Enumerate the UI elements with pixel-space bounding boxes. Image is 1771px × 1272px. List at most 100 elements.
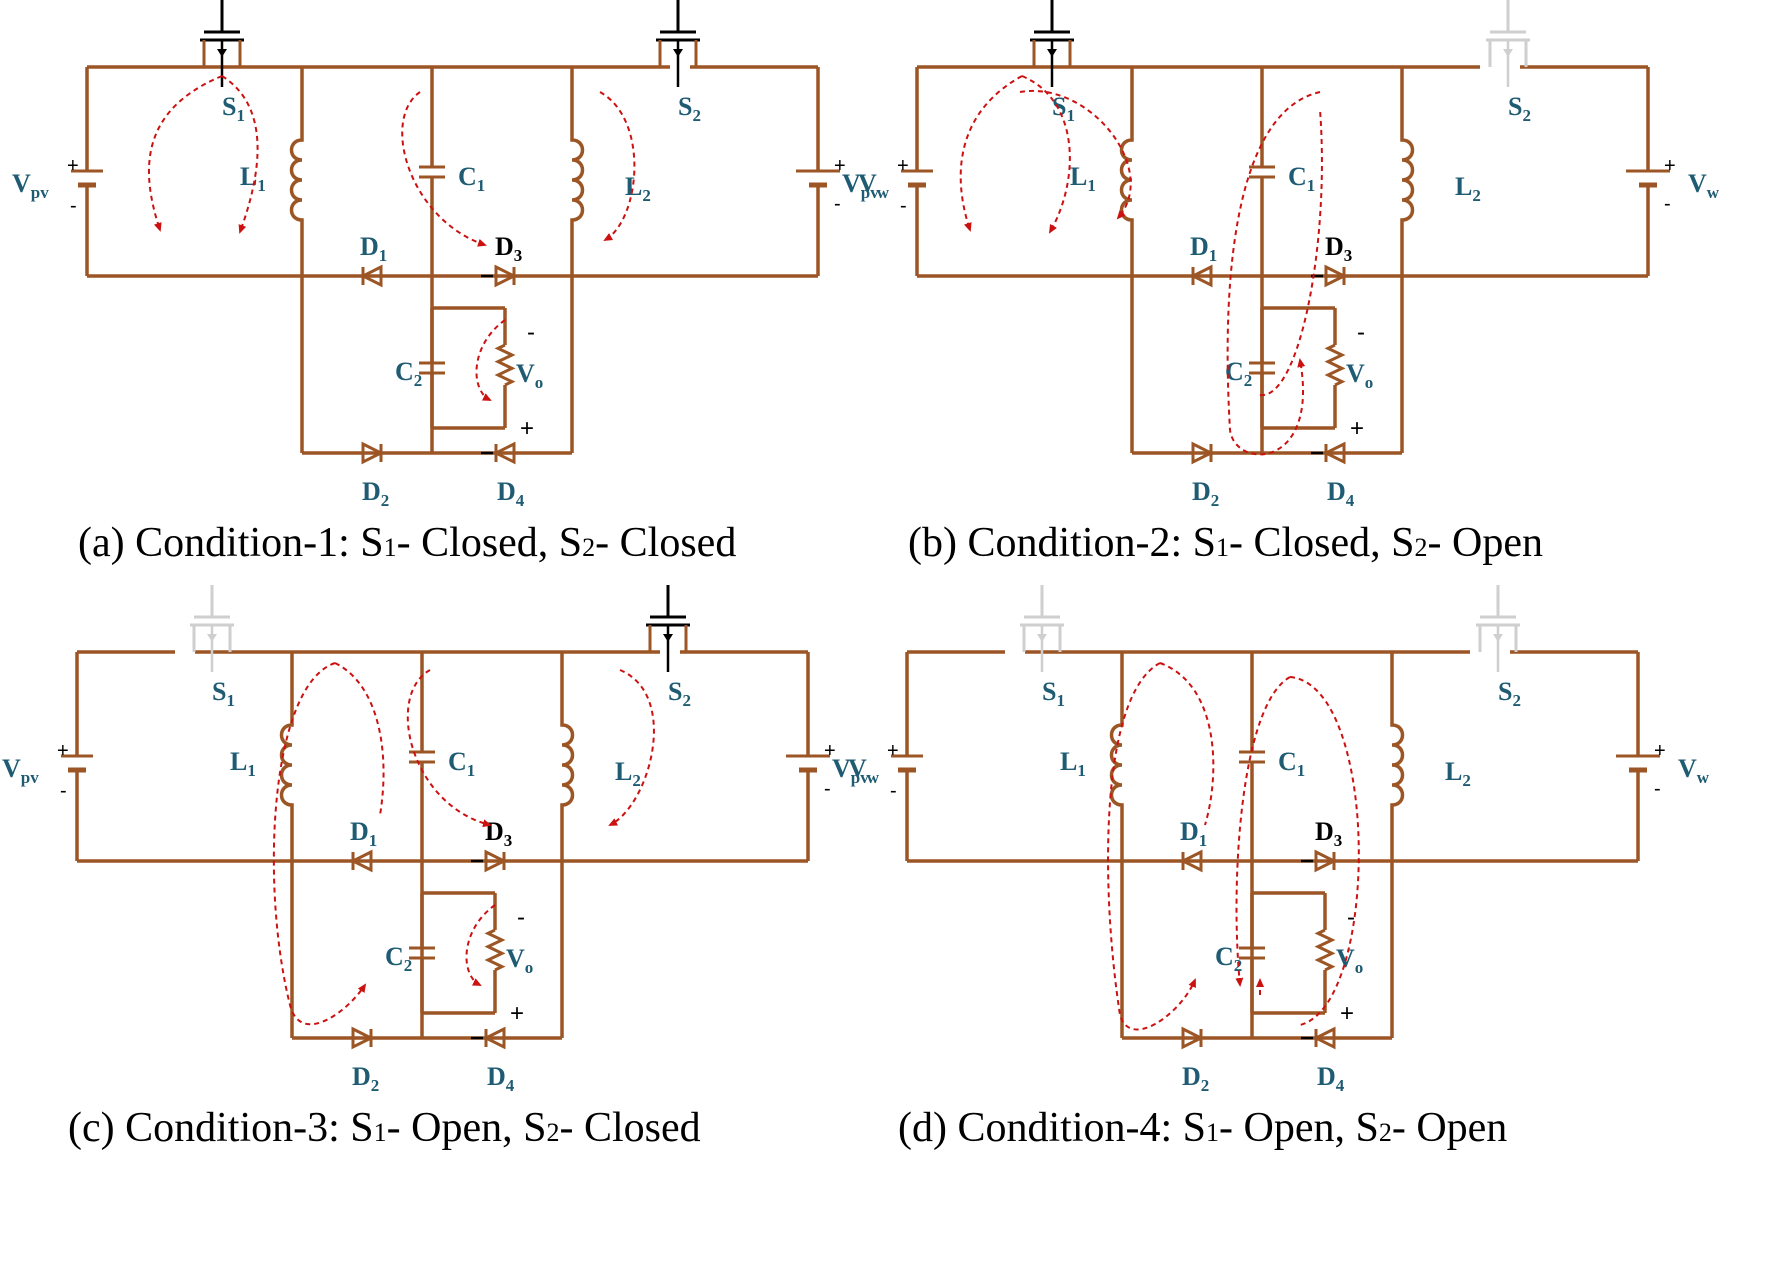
resistor-vo [494, 343, 516, 387]
l2-label: L2 [625, 172, 651, 205]
switch-s1 [1020, 585, 1064, 672]
vpv-plus: + [887, 740, 899, 762]
vo-label: Vo [506, 944, 533, 977]
c1-label: C1 [1278, 747, 1305, 780]
vpv-plus: + [67, 155, 79, 177]
capacitor-c2 [419, 308, 445, 428]
diode-d1 [349, 849, 373, 873]
current-path-2 [1021, 75, 1071, 234]
diode-d4 [1311, 441, 1346, 465]
current-path-4 [1226, 91, 1321, 456]
d2-label: D2 [1192, 477, 1219, 510]
d4-label: D4 [1317, 1062, 1345, 1095]
inductor-l2 [560, 720, 575, 810]
diode-d1 [1189, 264, 1213, 288]
vw-label: Vw [848, 754, 880, 787]
s2-label: S2 [678, 92, 701, 125]
c1-label: C1 [448, 747, 475, 780]
s2-label: S2 [1498, 677, 1521, 710]
vo-label: Vo [516, 359, 543, 392]
vo-minus: - [1347, 904, 1355, 931]
vw-battery [786, 652, 830, 861]
vpv-label: Vpv [842, 169, 879, 202]
d4-label: D4 [1327, 477, 1355, 510]
diode-d4 [1301, 1026, 1336, 1050]
d3-label: D3 [1315, 817, 1342, 850]
vw-label: Vw [858, 169, 890, 202]
vw-plus: + [824, 740, 836, 762]
vpv-plus: + [897, 155, 909, 177]
switch-s1 [190, 585, 234, 672]
diode-d4 [471, 1026, 506, 1050]
d3-label: D3 [485, 817, 512, 850]
current-path-1 [272, 662, 367, 1026]
switch-s2 [1476, 585, 1520, 672]
current-path-3 [401, 91, 487, 247]
vpv-minus: - [900, 195, 907, 217]
switch-s2 [646, 585, 690, 672]
inductor-l2 [1400, 135, 1415, 225]
s1-label: S1 [212, 677, 235, 710]
vw-label: Vw [1688, 169, 1720, 202]
vw-minus: - [1664, 193, 1671, 215]
inductor-l1 [1119, 135, 1134, 225]
resistor-vo [1324, 343, 1346, 387]
vpv-minus: - [60, 780, 67, 802]
vpv-minus: - [70, 195, 77, 217]
s2-label: S2 [668, 677, 691, 710]
vw-battery [1626, 67, 1670, 276]
vo-plus: + [1340, 1000, 1354, 1027]
vo-minus: - [1357, 319, 1365, 346]
diode-d4 [481, 441, 516, 465]
l2-label: L2 [615, 757, 641, 790]
diode-d1 [1179, 849, 1203, 873]
switch-s2 [1486, 0, 1530, 87]
vo-minus: - [527, 319, 535, 346]
vpv-plus: + [57, 740, 69, 762]
current-path-5 [475, 319, 506, 401]
l1-label: L1 [230, 747, 256, 780]
d2-label: D2 [362, 477, 389, 510]
vw-minus: - [834, 193, 841, 215]
inductor-l1 [279, 720, 294, 810]
current-path-2 [334, 662, 385, 816]
inductor-l1 [1109, 720, 1124, 810]
d3-label: D3 [495, 232, 522, 265]
l2-label: L2 [1455, 172, 1481, 205]
capacitor-c2 [1239, 893, 1265, 1013]
c2-label: C2 [395, 357, 422, 390]
d4-label: D4 [497, 477, 525, 510]
diode-d3 [481, 264, 518, 288]
current-path-1 [147, 75, 223, 232]
vo-label: Vo [1346, 359, 1373, 392]
vw-battery [796, 67, 840, 276]
c2-label: C2 [1225, 357, 1252, 390]
current-path-5 [465, 904, 496, 986]
capacitor-c2 [409, 893, 435, 1013]
vpv-label: Vpv [2, 754, 39, 787]
c1-label: C1 [458, 162, 485, 195]
panel-caption: (a) Condition-1: S1- Closed, S2- Closed [78, 520, 736, 566]
panel-caption: (c) Condition-3: S1- Open, S2- Closed [68, 1105, 701, 1151]
vo-plus: + [1350, 415, 1364, 442]
vpv-battery [891, 652, 923, 861]
switch-s1 [200, 0, 244, 87]
vw-plus: + [1664, 155, 1676, 177]
d3-label: D3 [1325, 232, 1352, 265]
l1-label: L1 [1070, 162, 1096, 195]
vpv-label: Vpv [832, 754, 869, 787]
c1-label: C1 [1288, 162, 1315, 195]
vw-battery [1616, 652, 1660, 861]
capacitor-c2 [1249, 308, 1275, 428]
resistor-vo [484, 928, 506, 972]
d2-label: D2 [1182, 1062, 1209, 1095]
current-path-3 [1235, 676, 1291, 987]
vw-minus: - [824, 778, 831, 800]
inductor-l2 [570, 135, 585, 225]
current-path-3 [406, 669, 492, 828]
vo-minus: - [517, 904, 525, 931]
current-path-5 [1259, 109, 1323, 397]
diode-d2 [351, 1026, 375, 1050]
